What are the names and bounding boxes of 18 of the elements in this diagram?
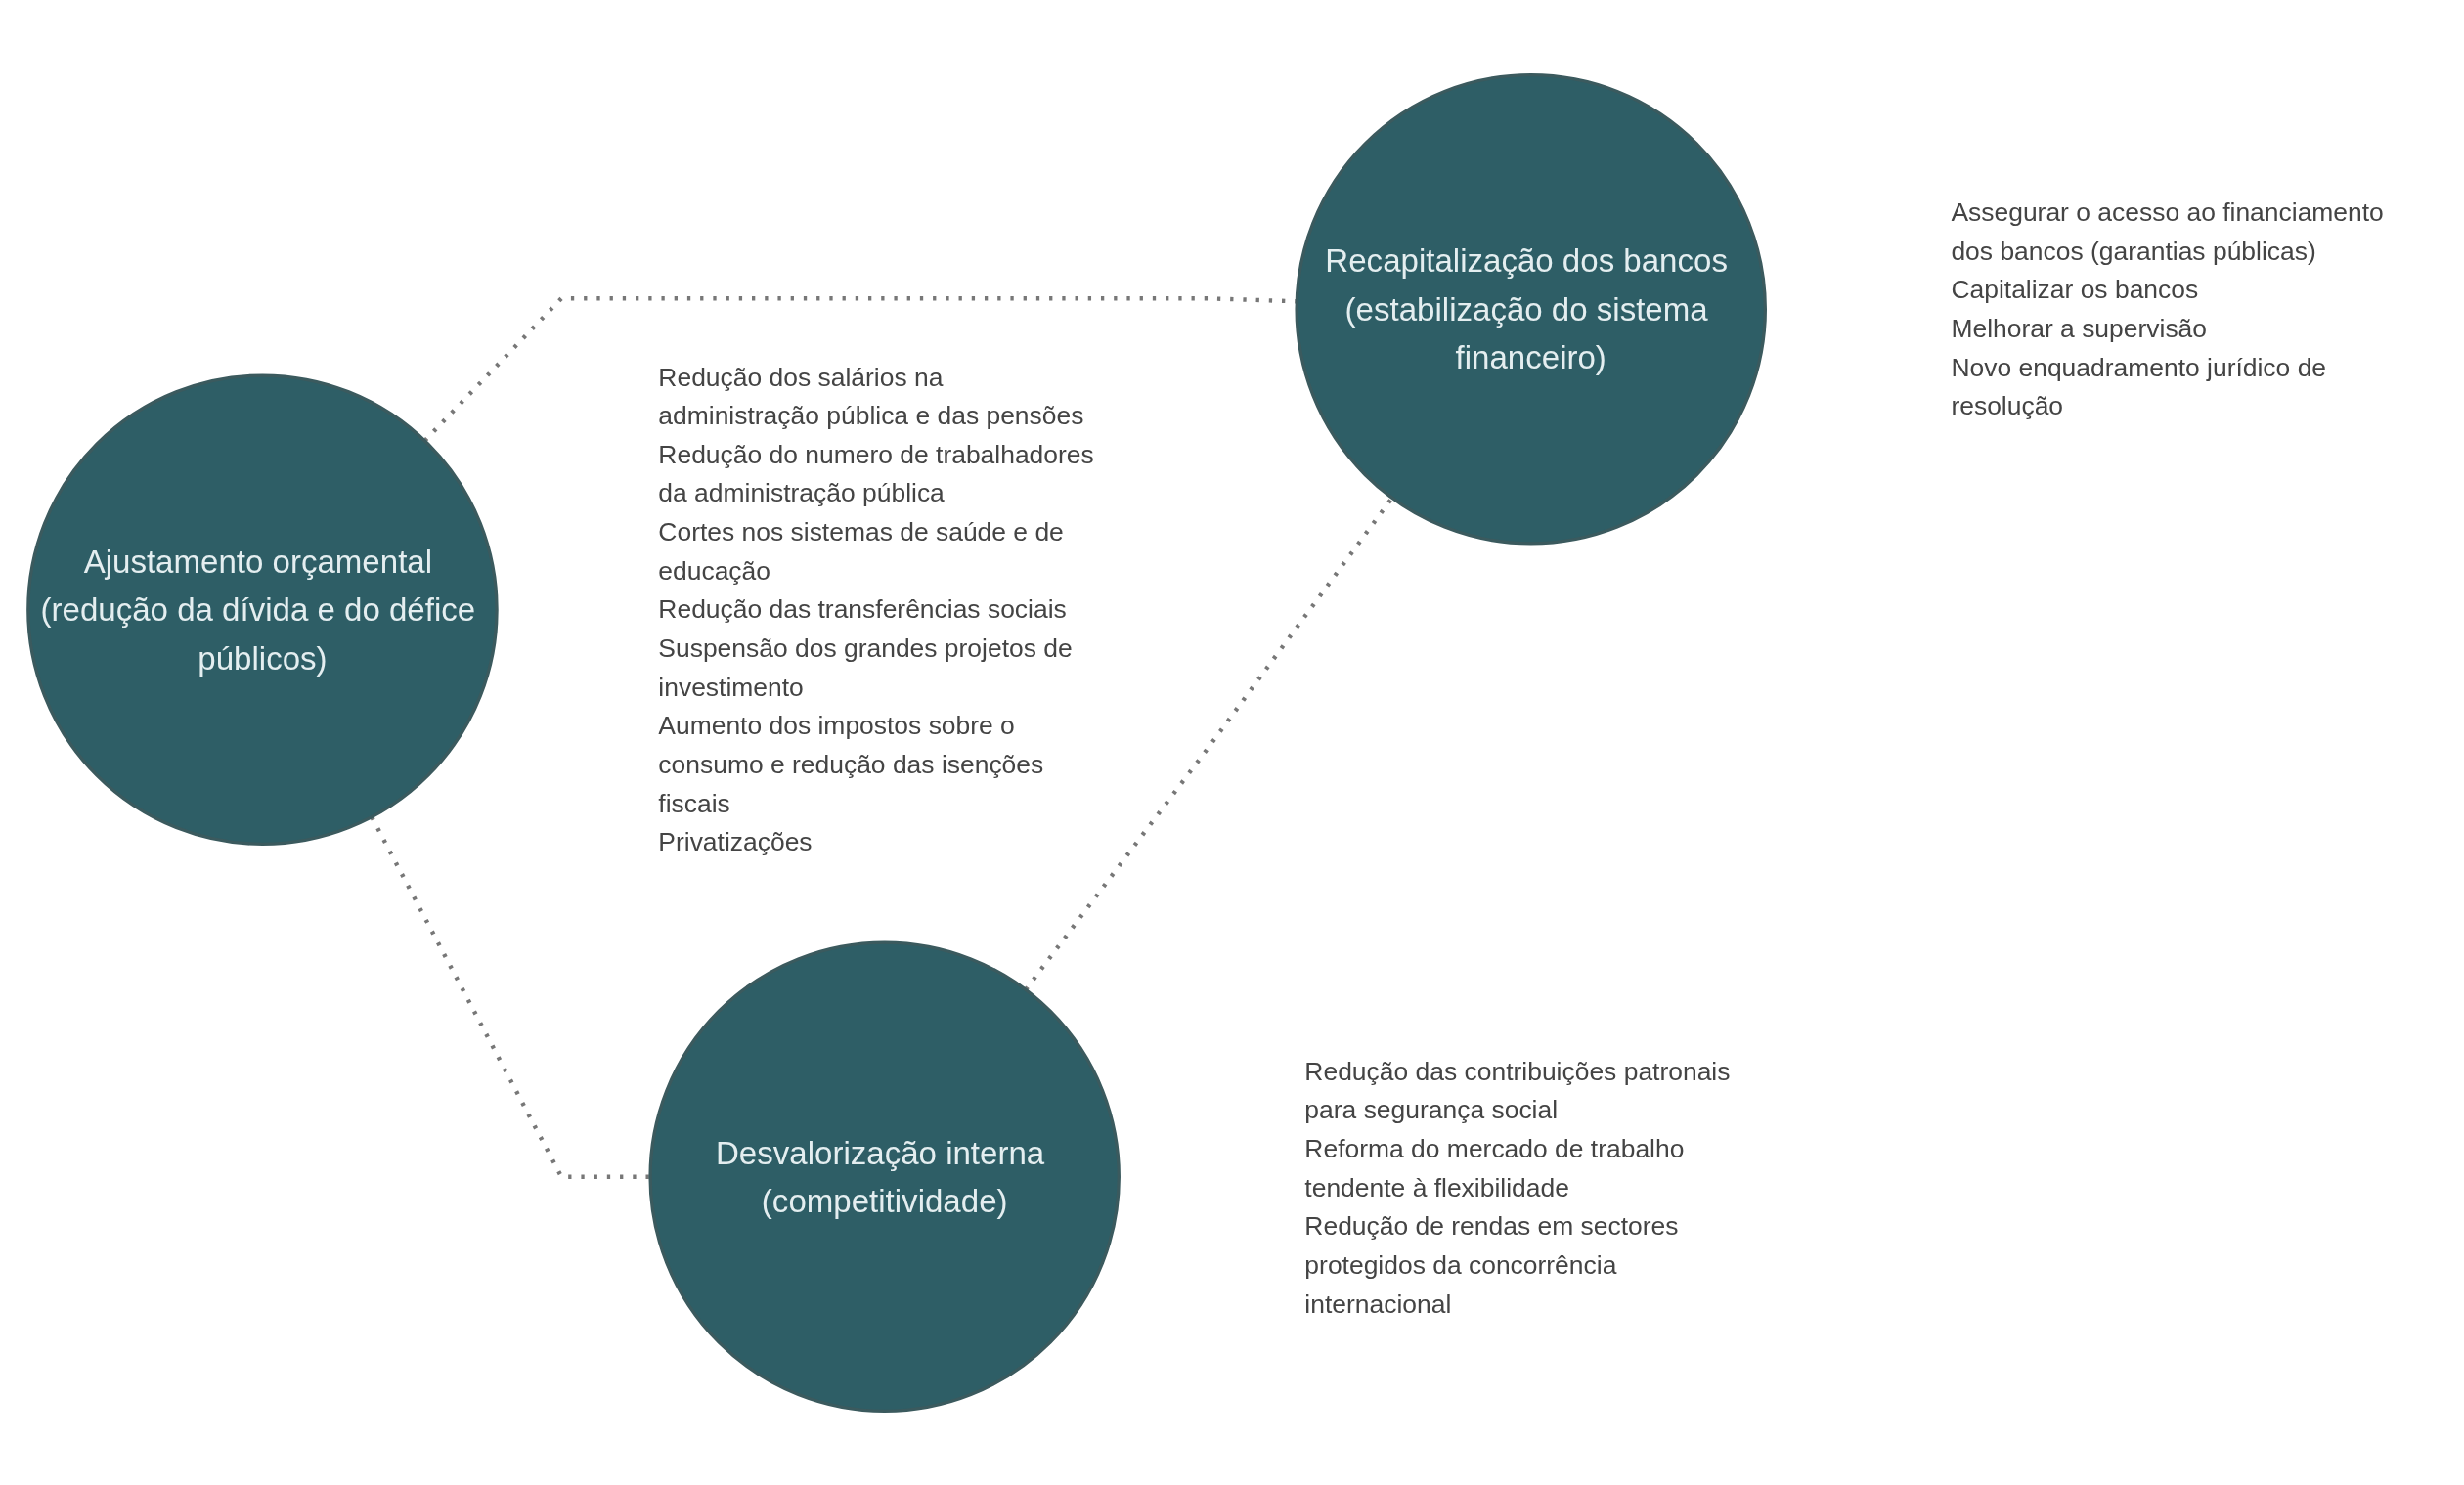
node-label: Redução de rendas em sectores protegidos da concorrência internacional xyxy=(1304,1210,1679,1318)
node-label: Cortes nos sistemas de saúde e de educação xyxy=(658,516,1064,585)
node-label: Assegurar o acesso ao financiamento dos bancos (garantias públicas) xyxy=(1951,197,2384,265)
node-label: Redução das transferências sociais xyxy=(658,593,1067,624)
node-label: Melhorar a supervisão xyxy=(1951,313,2208,342)
node-circle: Ajustamento orçamental (redução da dívida e do défice públicos) xyxy=(26,372,499,846)
node-label: Suspensão dos grandes projetos de investimento xyxy=(658,633,1073,701)
node-label: Redução dos salários na administração pública e das pensões xyxy=(658,361,1084,430)
node-label: Capitalizar os bancos xyxy=(1951,274,2199,304)
node-label: Aumento dos impostos sobre o consumo e redução das isenções fiscais xyxy=(658,710,1044,817)
node-label: Redução das contribuições patronais para segurança social xyxy=(1304,1055,1731,1124)
node-label: Novo enquadramento jurídico de resolução xyxy=(1951,351,2327,420)
node-label: Privatizações xyxy=(658,826,813,856)
node-circle: Desvalorização interna (competitividade) xyxy=(648,939,1121,1413)
connector xyxy=(1024,496,1394,991)
node-label: Redução do numero de trabalhadores da administração pública xyxy=(658,439,1094,507)
node-circle: Recapitalização dos bancos (estabilização do sistema financeiro) xyxy=(1295,72,1767,546)
node-label: Reforma do mercado de trabalho tendente à flexibilidade xyxy=(1304,1133,1685,1201)
